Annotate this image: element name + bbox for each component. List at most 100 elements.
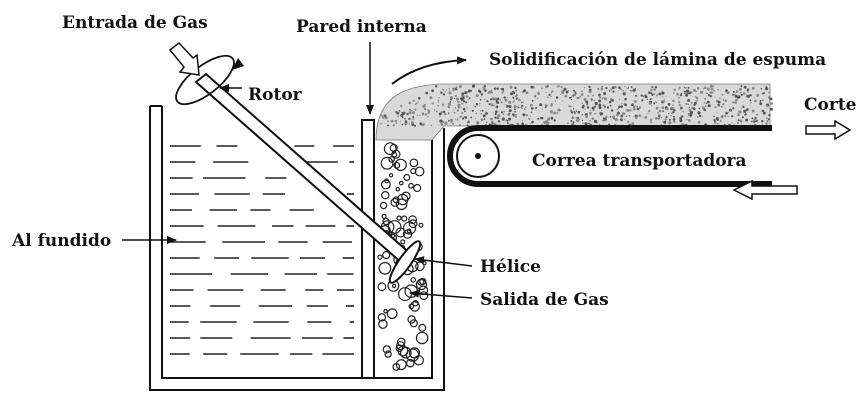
foam-speckle	[695, 96, 699, 100]
foam-speckle	[521, 104, 524, 107]
bubble	[379, 201, 388, 210]
foam-solidification-label: Solidificación de lámina de espuma	[489, 50, 826, 70]
foam-speckle	[429, 96, 433, 100]
foam-speckle	[457, 105, 461, 109]
bubble	[418, 222, 424, 228]
foam-speckle	[556, 86, 558, 88]
foam-speckle	[661, 91, 665, 95]
foam-speckle	[475, 103, 479, 106]
foam-speckle	[661, 117, 663, 119]
foam-speckle	[443, 89, 445, 91]
foam-speckle	[571, 122, 575, 126]
foam-speckle	[696, 87, 700, 90]
bubble	[380, 156, 394, 170]
foam-speckle	[496, 116, 500, 120]
foam-speckle	[500, 88, 502, 90]
bubble	[383, 308, 388, 314]
foam-speckle	[651, 86, 654, 89]
foam-speckle	[686, 118, 688, 121]
foam-speckle	[459, 115, 462, 118]
foam-speckle	[709, 84, 713, 88]
foam-speckle	[689, 110, 694, 115]
foam-speckle	[380, 114, 383, 117]
foam-speckle	[591, 95, 594, 97]
foam-speckle	[617, 111, 620, 115]
foam-speckle	[769, 107, 773, 111]
foam-speckle	[513, 92, 516, 95]
foam-speckle	[678, 101, 681, 104]
foam-speckle	[570, 105, 572, 108]
foam-speckle	[440, 123, 444, 126]
foam-speckle	[491, 97, 495, 100]
foam-speckle	[687, 86, 690, 89]
foam-speckle	[467, 98, 469, 101]
foam-speckle	[404, 120, 408, 123]
bubble	[401, 191, 411, 201]
foam-speckle	[564, 94, 568, 98]
foam-speckle	[672, 115, 675, 118]
bubble	[381, 190, 390, 200]
foam-speckle	[470, 116, 473, 119]
foam-speckle	[668, 118, 671, 121]
foam-speckle	[731, 122, 733, 124]
foam-speckle	[655, 106, 659, 110]
foam-speckle	[662, 96, 664, 98]
foam-speckle	[600, 87, 604, 91]
foam-speckle	[672, 99, 675, 103]
foam-speckle	[584, 122, 588, 126]
foam-speckle	[404, 118, 406, 120]
foam-speckle	[763, 92, 766, 95]
foam-speckle	[425, 91, 429, 95]
foam-speckle	[688, 108, 692, 112]
foam-speckle	[580, 93, 584, 96]
foam-speckle	[422, 123, 425, 126]
bubble	[410, 168, 417, 175]
foam-speckle	[690, 91, 693, 94]
foam-speckle	[674, 99, 676, 101]
foam-speckle	[662, 110, 665, 113]
foam-speckle	[524, 108, 526, 110]
foam-speckle	[740, 107, 742, 109]
foam-speckle	[765, 122, 768, 125]
foam-speckle	[522, 113, 526, 117]
bubble	[382, 251, 391, 260]
foam-speckle	[606, 106, 610, 109]
foam-speckle	[557, 108, 561, 112]
foam-speckle	[654, 86, 658, 89]
foam-speckle	[514, 108, 516, 111]
foam-speckle	[584, 108, 586, 110]
bubble	[377, 282, 387, 292]
foam-speckle	[673, 120, 676, 123]
foam-speckle	[770, 102, 773, 105]
foam-speckle	[618, 105, 621, 109]
foam-speckle	[657, 94, 659, 96]
foam-speckle	[472, 84, 476, 88]
foam-speckle	[485, 112, 488, 115]
tank-outer-wall	[149, 106, 445, 391]
bubble	[414, 166, 425, 177]
inner-wall-label: Pared interna	[296, 17, 427, 37]
foam-speckle	[514, 110, 516, 113]
foam-speckle	[502, 113, 505, 116]
foam-speckle	[412, 116, 415, 118]
foam-speckle	[719, 119, 722, 122]
foam-speckle	[500, 101, 503, 104]
foam-speckle	[399, 120, 401, 122]
foam-speckle	[480, 113, 482, 115]
foam-speckle	[601, 109, 603, 111]
foam-speckle	[589, 120, 591, 122]
foam-speckle	[400, 113, 404, 117]
foam-speckle	[692, 107, 696, 111]
foam-speckle	[582, 122, 584, 124]
foam-speckle	[496, 97, 500, 101]
foam-speckle	[475, 94, 479, 98]
foam-speckle	[456, 109, 459, 112]
foam-speckle	[689, 116, 692, 118]
foam-speckle	[581, 90, 583, 93]
foam-speckle	[716, 111, 718, 113]
foam-speckle	[395, 122, 398, 125]
foam-speckle	[455, 97, 459, 101]
foam-speckle	[622, 92, 626, 96]
foam-speckle	[408, 111, 412, 115]
foam-speckle	[687, 103, 690, 106]
